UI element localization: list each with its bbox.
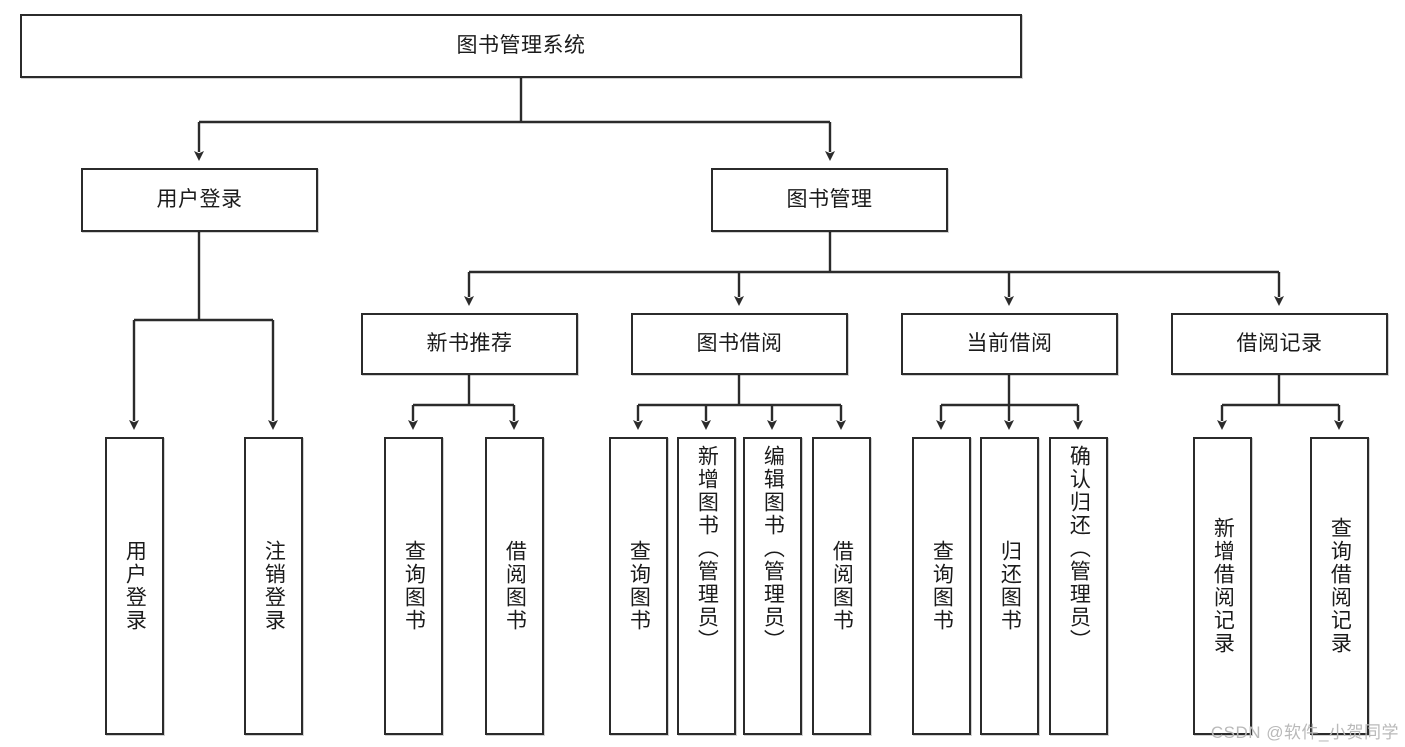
node-new-book-recommend[interactable]: 新书推荐 (361, 313, 578, 375)
leaf-query-book-3-label: 查询图书 (930, 540, 954, 632)
connectors (129, 78, 1344, 430)
leaf-query-book-2[interactable]: 查询图书 (609, 437, 668, 735)
node-book-management[interactable]: 图书管理 (711, 168, 948, 232)
leaf-add-record-label: 新增借阅记录 (1211, 517, 1235, 655)
leaf-edit-book-label: 编辑图书（管理员） (761, 445, 785, 652)
leaf-user-login[interactable]: 用户登录 (105, 437, 164, 735)
node-book-borrow[interactable]: 图书借阅 (631, 313, 848, 375)
node-book-borrow-label: 图书借阅 (696, 331, 783, 355)
node-current-borrow-label: 当前借阅 (966, 331, 1053, 355)
node-borrow-record-label: 借阅记录 (1236, 331, 1323, 355)
node-user-login[interactable]: 用户登录 (81, 168, 318, 232)
node-user-login-label: 用户登录 (156, 187, 243, 211)
node-root-label: 图书管理系统 (456, 33, 586, 57)
node-current-borrow[interactable]: 当前借阅 (901, 313, 1118, 375)
leaf-confirm-return[interactable]: 确认归还（管理员） (1049, 437, 1108, 735)
leaf-query-book-1[interactable]: 查询图书 (384, 437, 443, 735)
leaf-borrow-book-2-label: 借阅图书 (830, 540, 854, 632)
leaf-query-book-1-label: 查询图书 (402, 540, 426, 632)
node-borrow-record[interactable]: 借阅记录 (1171, 313, 1388, 375)
leaf-add-record[interactable]: 新增借阅记录 (1193, 437, 1252, 735)
leaf-query-book-3[interactable]: 查询图书 (912, 437, 971, 735)
leaf-add-book-label: 新增图书（管理员） (695, 445, 719, 652)
leaf-return-book[interactable]: 归还图书 (980, 437, 1039, 735)
node-new-book-recommend-label: 新书推荐 (426, 331, 513, 355)
leaf-edit-book[interactable]: 编辑图书（管理员） (743, 437, 802, 735)
leaf-borrow-book-2[interactable]: 借阅图书 (812, 437, 871, 735)
leaf-confirm-return-label: 确认归还（管理员） (1067, 445, 1091, 652)
leaf-user-login-label: 用户登录 (123, 540, 147, 632)
leaf-borrow-book-1-label: 借阅图书 (503, 540, 527, 632)
leaf-user-logout[interactable]: 注销登录 (244, 437, 303, 735)
node-root[interactable]: 图书管理系统 (20, 14, 1022, 78)
leaf-user-logout-label: 注销登录 (262, 540, 286, 632)
leaf-borrow-book-1[interactable]: 借阅图书 (485, 437, 544, 735)
node-book-management-label: 图书管理 (786, 187, 873, 211)
leaf-add-book[interactable]: 新增图书（管理员） (677, 437, 736, 735)
leaf-query-record[interactable]: 查询借阅记录 (1310, 437, 1369, 735)
leaf-query-book-2-label: 查询图书 (627, 540, 651, 632)
leaf-return-book-label: 归还图书 (998, 540, 1022, 632)
leaf-query-record-label: 查询借阅记录 (1328, 517, 1352, 655)
